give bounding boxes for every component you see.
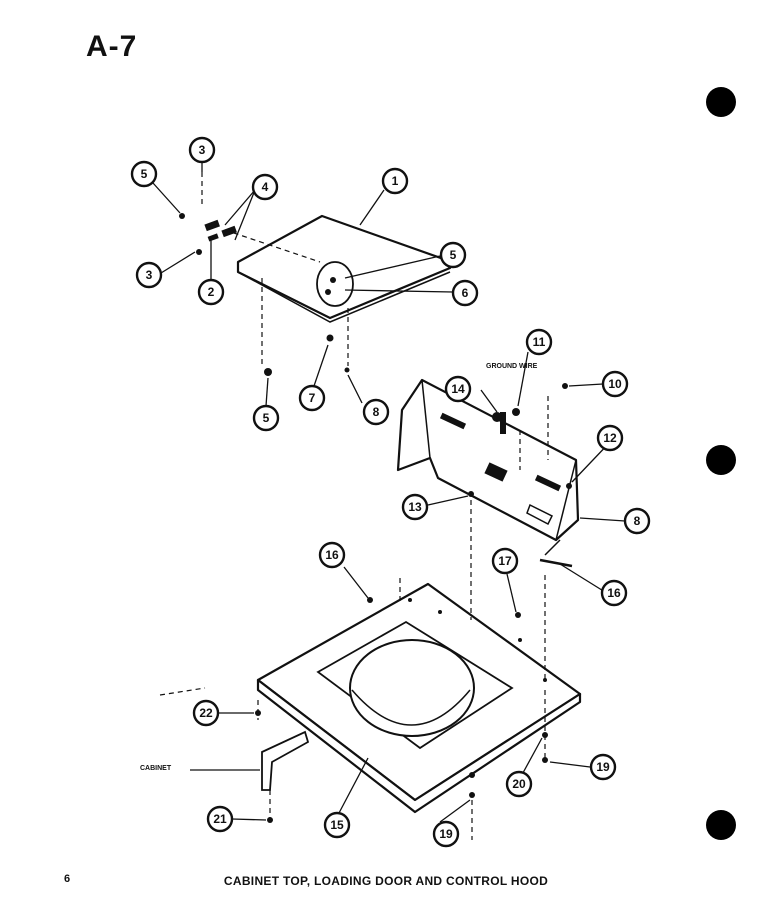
svg-text:19: 19 (596, 760, 610, 774)
callout-1: 1 (381, 167, 409, 195)
diagram-caption: CABINET TOP, LOADING DOOR AND CONTROL HO… (223, 874, 549, 888)
svg-text:5: 5 (141, 167, 148, 181)
callout-8-door: 8 (362, 398, 390, 426)
binder-hole-top (706, 87, 736, 117)
control-hood (396, 378, 580, 568)
callout-19-bottom: 19 (432, 820, 460, 848)
cabinet-label: CABINET (140, 765, 172, 772)
svg-text:10: 10 (608, 377, 622, 391)
binder-hole-bottom (706, 810, 736, 840)
loading-door (236, 214, 454, 323)
svg-text:14: 14 (451, 382, 465, 396)
leader-lines (152, 162, 626, 823)
svg-text:3: 3 (146, 268, 153, 282)
callout-21: 21 (206, 805, 234, 833)
callout-3-top: 3 (188, 136, 216, 164)
svg-text:8: 8 (373, 405, 380, 419)
svg-text:7: 7 (309, 391, 316, 405)
svg-text:20: 20 (512, 777, 526, 791)
svg-text:11: 11 (533, 335, 546, 349)
svg-text:8: 8 (634, 514, 641, 528)
svg-text:21: 21 (213, 812, 227, 826)
callout-2: 2 (197, 278, 225, 306)
callout-22: 22 (192, 699, 220, 727)
svg-text:22: 22 (199, 706, 213, 720)
callout-5-top: 5 (130, 160, 158, 188)
cabinet-top (256, 500, 582, 814)
svg-text:1: 1 (392, 174, 399, 188)
callout-20: 20 (505, 770, 533, 798)
callout-10: 10 (601, 370, 629, 398)
page-number: 6 (64, 873, 71, 885)
callout-5-door: 5 (439, 241, 467, 269)
svg-text:5: 5 (450, 248, 457, 262)
callout-4: 4 (251, 173, 279, 201)
cabinet-bracket (159, 687, 310, 823)
callout-17: 17 (491, 547, 519, 575)
callout-19-right: 19 (589, 753, 617, 781)
page-label: A-7 (86, 30, 138, 63)
svg-text:16: 16 (325, 548, 339, 562)
hinge-hardware (179, 172, 321, 263)
callout-16-hood: 16 (600, 579, 628, 607)
svg-text:17: 17 (498, 554, 512, 568)
callout-13: 13 (401, 493, 429, 521)
svg-text:3: 3 (199, 143, 206, 157)
callout-15: 15 (323, 811, 351, 839)
callout-16-top: 16 (318, 541, 346, 569)
svg-text:16: 16 (607, 586, 621, 600)
binder-hole-middle (706, 445, 736, 475)
svg-text:5: 5 (263, 411, 270, 425)
callout-11: 11 (525, 328, 553, 356)
svg-text:6: 6 (462, 286, 469, 300)
callout-12: 12 (596, 424, 624, 452)
ground-wire-label: GROUND WIRE (486, 363, 538, 370)
svg-text:19: 19 (439, 827, 453, 841)
callout-5-bottom: 5 (252, 404, 280, 432)
svg-text:4: 4 (262, 180, 269, 194)
callout-8-hood: 8 (623, 507, 651, 535)
svg-text:2: 2 (208, 285, 215, 299)
callout-14: 14 (444, 375, 472, 403)
svg-text:15: 15 (330, 818, 344, 832)
callout-7: 7 (298, 384, 326, 412)
callout-6: 6 (451, 279, 479, 307)
svg-text:12: 12 (603, 431, 617, 445)
svg-text:13: 13 (408, 500, 422, 514)
callout-3-side: 3 (135, 261, 163, 289)
